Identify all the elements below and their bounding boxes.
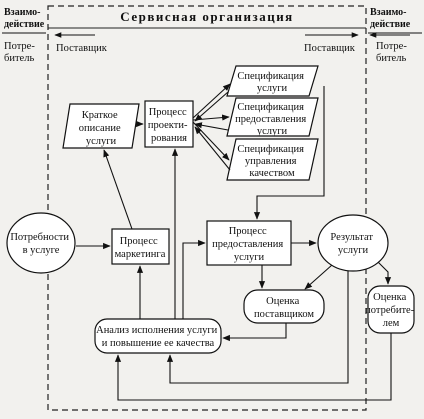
edge-spec-delivery-design <box>194 122 229 131</box>
spec-delivery-text: Спецификация предоставления услуги <box>235 102 309 137</box>
organization-title: Сервисная организация <box>120 9 293 24</box>
node-analysis <box>94 318 222 354</box>
edge-marketing-brief <box>103 149 133 230</box>
left-consumer-label: Потре- битель <box>4 41 37 64</box>
right-interaction-label: Взаимо- действие <box>370 7 411 30</box>
node-marketing <box>111 228 170 265</box>
node-supplier-evaluation <box>243 289 325 324</box>
spec-quality-text: Спецификация управления качеством <box>237 144 306 179</box>
node-design-process <box>144 100 194 148</box>
organization-boundary <box>47 5 367 411</box>
right-supplier-label: Поставщик <box>304 43 356 54</box>
brief-text: Краткое описание услуги <box>79 110 123 147</box>
supplier-eval-text: Оценка поставщиком <box>254 296 314 320</box>
node-brief-description <box>62 103 140 149</box>
edge-analysis-delivery <box>182 239 206 319</box>
design-text: Процесс проекти- рования <box>148 107 190 144</box>
edge-outer-feedback <box>166 271 349 384</box>
node-spec-quality <box>226 138 319 181</box>
spec-service-text: Спецификация услуги <box>237 71 306 94</box>
left-interaction-label: Взаимо- действие <box>4 7 45 30</box>
edge-spec-service-design <box>194 91 229 122</box>
marketing-text: Процесс маркетинга <box>115 236 166 260</box>
edge-spec-quality-design <box>194 126 231 171</box>
edge-result-consumer-eval <box>377 261 392 285</box>
edge-supplier-eval-analysis <box>222 323 287 342</box>
edge-design-spec-service <box>192 83 231 119</box>
edge-specs-delivery <box>253 86 325 220</box>
right-consumer-label: Потре- битель <box>376 41 409 64</box>
edge-design-spec-quality <box>192 121 230 161</box>
node-result <box>317 214 389 272</box>
node-spec-delivery <box>226 97 319 137</box>
delivery-text: Процесс предоставления услуги <box>212 226 286 263</box>
connectors <box>76 83 392 401</box>
result-text: Результат услуги <box>330 232 375 256</box>
edge-result-supplier-eval <box>304 264 333 290</box>
edge-consumer-eval-analysis <box>114 333 392 401</box>
needs-text: Потребности в услуге <box>10 232 71 256</box>
node-needs <box>6 212 76 274</box>
consumer-eval-text: Оценка потребите- лем <box>365 292 417 329</box>
analysis-text: Анализ исполнения услуги и повышение ее … <box>96 325 220 349</box>
left-supplier-label: Поставщик <box>56 43 108 54</box>
